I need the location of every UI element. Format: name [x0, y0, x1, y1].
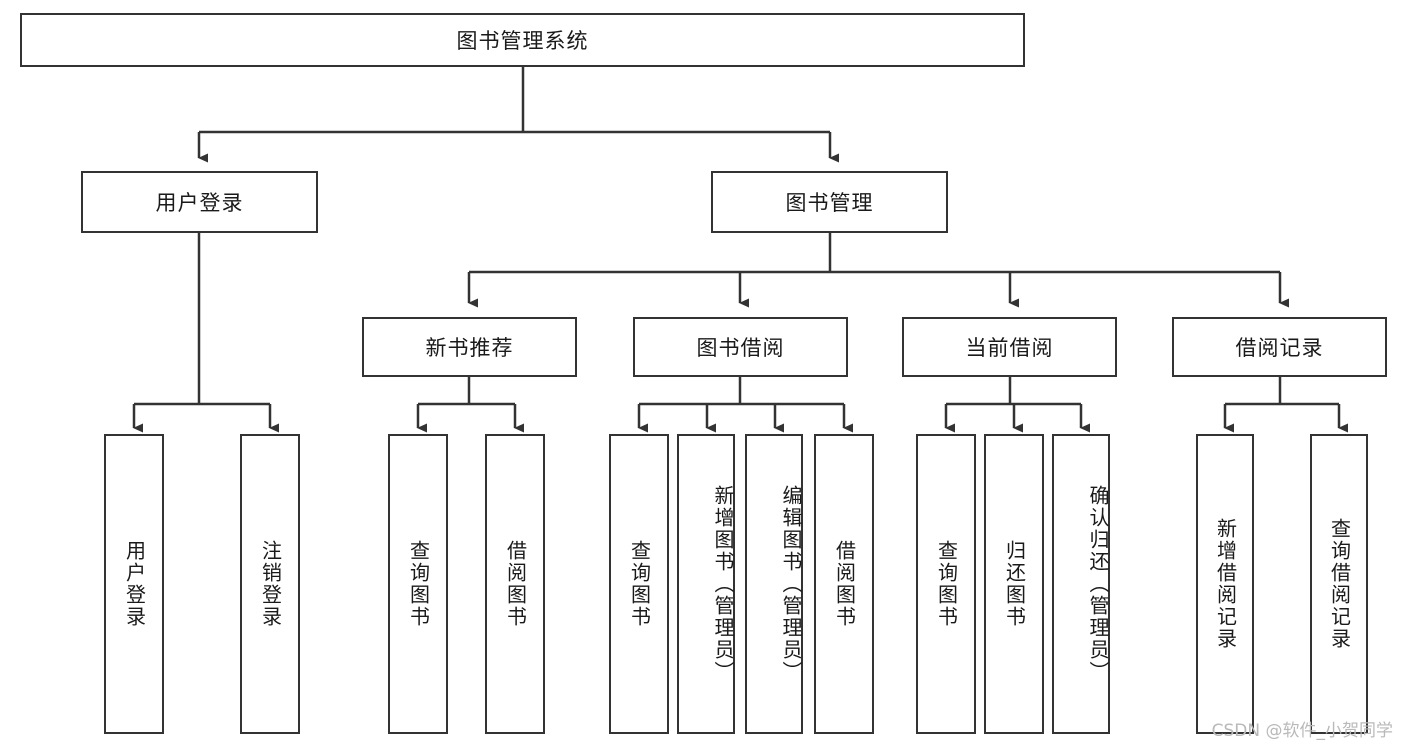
leaf-cb-return-book[interactable]: 归还图书 — [984, 434, 1044, 734]
leaf-nbr-query-book[interactable]: 查询图书 — [388, 434, 448, 734]
leaf-bb-edit-book-admin[interactable]: 编辑图书（管理员） — [745, 434, 803, 734]
leaf-bb-add-book-admin[interactable]: 新增图书（管理员） — [677, 434, 735, 734]
node-borrow-record[interactable]: 借阅记录 — [1172, 317, 1387, 377]
node-current-borrow[interactable]: 当前借阅 — [902, 317, 1117, 377]
leaf-nbr-borrow-book[interactable]: 借阅图书 — [485, 434, 545, 734]
leaf-cb-confirm-return-admin[interactable]: 确认归还（管理员） — [1052, 434, 1110, 734]
node-book-management[interactable]: 图书管理 — [711, 171, 948, 233]
node-root-system[interactable]: 图书管理系统 — [20, 13, 1025, 67]
leaf-logout[interactable]: 注销登录 — [240, 434, 300, 734]
csdn-watermark: CSDN @软件_小贺同学 — [1211, 721, 1393, 741]
leaf-br-query-record[interactable]: 查询借阅记录 — [1310, 434, 1368, 734]
node-new-book-recommend[interactable]: 新书推荐 — [362, 317, 577, 377]
leaf-cb-query-book[interactable]: 查询图书 — [916, 434, 976, 734]
node-book-borrow[interactable]: 图书借阅 — [633, 317, 848, 377]
leaf-bb-query-book[interactable]: 查询图书 — [609, 434, 669, 734]
leaf-br-add-record[interactable]: 新增借阅记录 — [1196, 434, 1254, 734]
leaf-bb-borrow-book[interactable]: 借阅图书 — [814, 434, 874, 734]
node-user-login[interactable]: 用户登录 — [81, 171, 318, 233]
leaf-user-login[interactable]: 用户登录 — [104, 434, 164, 734]
